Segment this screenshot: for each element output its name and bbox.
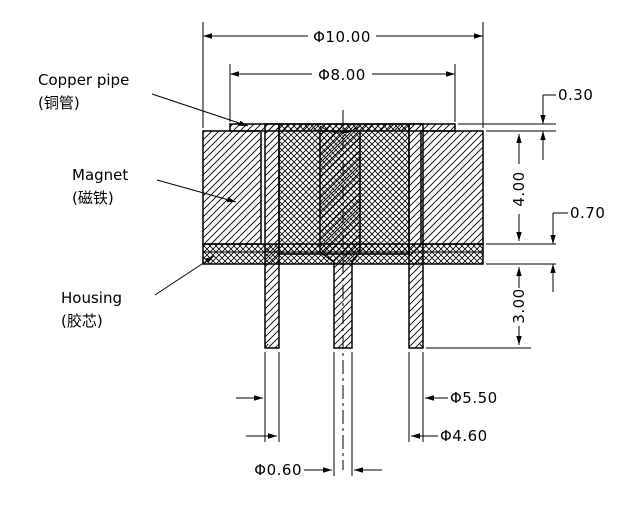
dim-magnet-height-text: 4.00 [510, 171, 528, 206]
dim-cap-thickness-text: 0.30 [558, 86, 593, 104]
dim-housing-thickness: 0.70 [486, 204, 605, 292]
label-copper-pipe: Copper pipe (铜管) [38, 71, 249, 127]
dim-pin-height: 3.00 [426, 267, 531, 349]
dim-pipe-diameter-text: Φ8.00 [318, 66, 366, 84]
dim-housing-thickness-text: 0.70 [570, 204, 605, 222]
dim-pin-outer-diameter-text: Φ5.50 [450, 389, 498, 407]
dim-magnet-height: 4.00 [486, 134, 556, 245]
magnet-right [420, 130, 484, 245]
magnet-left [202, 130, 262, 245]
label-housing-en: Housing [61, 289, 122, 307]
dim-cap-thickness: 0.30 [458, 86, 593, 160]
dim-center-pin-diameter-text: Φ0.60 [254, 461, 302, 479]
dim-center-pin-diameter: Φ0.60 [254, 352, 382, 479]
dim-outer-diameter: Φ10.00 [202, 22, 484, 128]
label-magnet-cn: (磁铁) [72, 189, 114, 207]
copper-pipe [229, 123, 456, 349]
label-magnet-en: Magnet [72, 166, 128, 184]
label-copper-pipe-en: Copper pipe [38, 71, 129, 89]
label-housing: Housing (胶芯) [61, 255, 215, 330]
label-housing-cn: (胶芯) [61, 312, 103, 330]
dim-pin-inner-diameter: Φ4.60 [246, 352, 488, 445]
center-pin [319, 125, 361, 349]
label-magnet: Magnet (磁铁) [72, 166, 237, 207]
dim-pin-inner-diameter-text: Φ4.60 [440, 427, 488, 445]
dim-pin-height-text: 3.00 [510, 288, 528, 323]
dim-pipe-diameter: Φ8.00 [229, 64, 456, 122]
dim-outer-diameter-text: Φ10.00 [313, 28, 371, 46]
label-copper-pipe-cn: (铜管) [38, 94, 80, 112]
dim-pin-outer-diameter: Φ5.50 [236, 352, 498, 442]
